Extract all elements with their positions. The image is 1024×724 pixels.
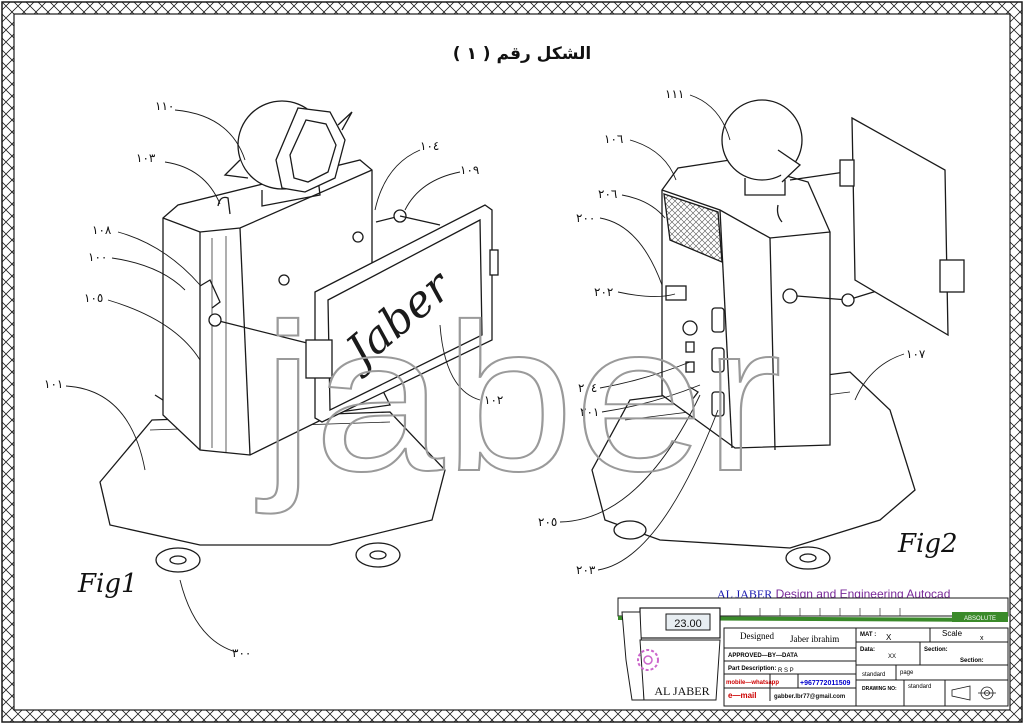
- scale-label: Scale: [942, 629, 963, 638]
- data-label: Data:: [860, 647, 875, 653]
- fig1-wheel-left: [155, 547, 201, 573]
- fig1-wheel-right: [355, 542, 401, 568]
- ref-111: ١١١: [665, 87, 684, 101]
- fig2-label: Fig2: [897, 529, 958, 559]
- mobile-label: mobile—whatsapp: [726, 680, 779, 686]
- ref-101: ١٠١: [44, 377, 63, 391]
- standard-label-1: standard: [862, 672, 885, 678]
- ref-106: ١٠٦: [604, 132, 623, 146]
- ref-201: ٢٠١: [580, 405, 599, 419]
- fig2-leaders: [559, 94, 905, 571]
- scale-value: x: [980, 635, 984, 642]
- ref-104: ١٠٤: [420, 139, 439, 153]
- fig1-label: Fig1: [77, 569, 138, 599]
- part-description-label: Part Description:: [728, 666, 776, 672]
- fig1-reference-numerals: ١١٠ ١٠٣ ١٠٨ ١٠٠ ١٠٥ ١٠١ ١٠٤ ١٠٩ ١٠٢ ٣٠٠: [44, 99, 503, 660]
- ref-110: ١١٠: [155, 99, 174, 113]
- fig2-hatched-panel: [663, 193, 723, 264]
- ref-102: ١٠٢: [484, 393, 503, 407]
- caliper-reading: 23.00: [674, 618, 702, 630]
- gear-logo-icon: [637, 649, 659, 671]
- fig1-robot-drawing: [99, 100, 499, 573]
- ref-103: ١٠٣: [136, 151, 156, 165]
- ref-200: ٢٠٠: [576, 211, 595, 225]
- email-label: e—mail: [728, 691, 756, 700]
- ref-202: ٢٠٢: [594, 285, 613, 299]
- standard-label-2: standard: [908, 684, 931, 690]
- page-label: page: [900, 670, 914, 676]
- title-block: AL JABER Design and Engineering Autocad …: [617, 587, 1009, 707]
- ref-300: ٣٠٠: [232, 646, 251, 660]
- ref-107: ١٠٧: [906, 347, 926, 361]
- sheet-title: الشكل رقم ( ١ ): [453, 44, 591, 64]
- designed-label: Designed: [740, 631, 774, 641]
- email-value: gabber.lbr77@gmail.com: [774, 694, 845, 700]
- ref-204: ٢٠٤: [578, 381, 597, 395]
- fig2-reference-numerals: ١١١ ١٠٦ ٢٠٦ ٢٠٠ ٢٠٢ ٢٠٤ ٢٠١ ١٠٧ ٢٠٥ ٢٠٣: [538, 87, 926, 577]
- fig2-robot-drawing: [591, 99, 965, 570]
- section-label-1: Section:: [924, 647, 948, 653]
- fig2-wheel-right: [785, 546, 831, 570]
- ref-203: ٢٠٣: [576, 563, 596, 577]
- ref-109: ١٠٩: [460, 163, 479, 177]
- ref-205: ٢٠٥: [538, 515, 557, 529]
- designer-name: Jaber ibrahim: [790, 634, 839, 644]
- section-label-2: Section:: [960, 658, 984, 664]
- ref-100: ١٠٠: [88, 250, 107, 264]
- fig2-wheel-left: [613, 520, 647, 540]
- caliper-display: [665, 613, 711, 631]
- fig1-leaders: [65, 109, 481, 653]
- drawing-no-label: DRAWING NO:: [862, 686, 897, 692]
- caliper-illustration: 23.00 ABSOLUTE AL JABER: [617, 597, 1009, 701]
- mat-value: X: [886, 633, 892, 642]
- approved-label: APPROVED—BY—DATA: [728, 653, 798, 659]
- company-logo-text: AL JABER: [654, 684, 709, 698]
- mobile-value: +967772011509: [800, 680, 851, 687]
- mat-label: MAT :: [860, 632, 876, 638]
- data-value: XX: [888, 654, 896, 660]
- caliper-brand: ABSOLUTE: [964, 616, 996, 622]
- ref-105: ١٠٥: [84, 291, 103, 305]
- watermark: jaber: [255, 280, 782, 515]
- ref-108: ١٠٨: [92, 223, 112, 237]
- part-description-value: R S P: [778, 668, 794, 674]
- projection-symbol-icon: [951, 685, 996, 701]
- ref-206: ٢٠٦: [598, 187, 617, 201]
